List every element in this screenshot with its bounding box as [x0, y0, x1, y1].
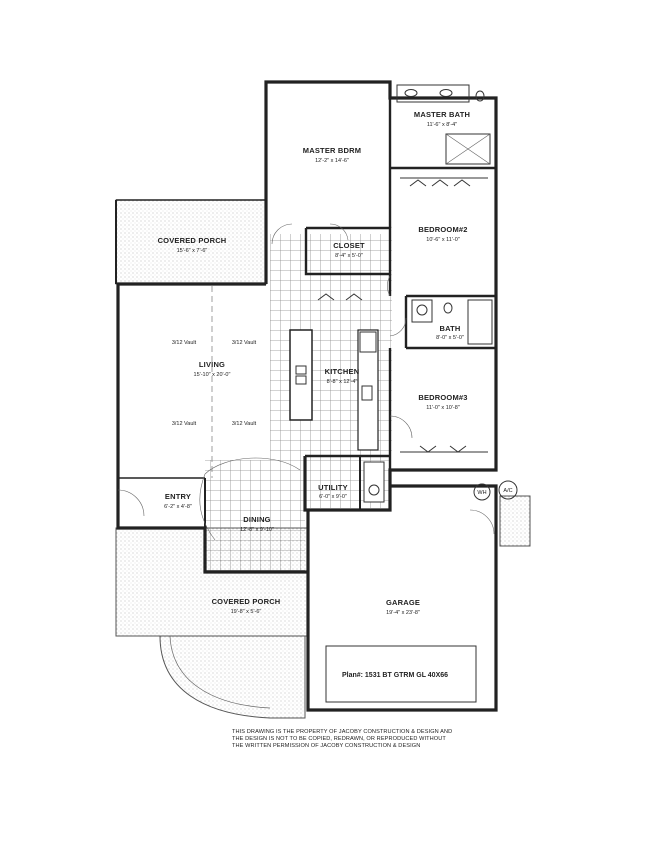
closet-label: CLOSET [333, 241, 365, 250]
exterior-walls [116, 80, 498, 712]
master-bdrm-dims: 12'-2" x 14'-6" [315, 158, 349, 164]
dining-label: DINING [243, 515, 270, 524]
vault-note-1: 3/12 Vault [172, 340, 197, 346]
living-label: LIVING [199, 360, 225, 369]
utility-dims: 6'-0" x 9'-0" [319, 494, 347, 500]
water-heater-label: WH [477, 490, 486, 496]
vault-note-4: 3/12 Vault [232, 421, 257, 427]
bedroom2-label: BEDROOM#2 [418, 225, 467, 234]
disclaimer: THIS DRAWING IS THE PROPERTY OF JACOBY C… [232, 729, 472, 751]
master-bath-dims: 11'-6" x 8'-4" [427, 122, 457, 128]
door-swings [117, 223, 495, 541]
master-bath-fixtures [396, 84, 491, 165]
covered-porch-front-label: COVERED PORCH [212, 597, 281, 606]
disclaimer-line-3: THE WRITTEN PERMISSION OF JACOBY CONSTRU… [232, 743, 421, 750]
closet-doors [317, 177, 488, 453]
kitchen-fixtures [289, 329, 385, 503]
closet-dims: 8'-4" x 5'-0" [335, 253, 363, 259]
covered-porch-rear-dims: 15'-6" x 7'-6" [177, 248, 208, 254]
bedroom2-dims: 10'-6" x 11'-0" [426, 237, 459, 243]
entry-dims: 6'-2" x 4'-8" [164, 504, 192, 510]
garage-dims: 19'-4" x 23'-8" [386, 610, 420, 616]
vault-note-2: 3/12 Vault [232, 340, 257, 346]
interior-walls [118, 82, 496, 528]
bath-dims: 8'-0" x 5'-0" [436, 335, 464, 341]
garage-fixtures [325, 480, 518, 703]
master-bath-label: MASTER BATH [414, 110, 470, 119]
bath-fixtures [411, 299, 493, 345]
dining-dims: 12'-8" x 9'-10" [240, 527, 274, 533]
disclaimer-line-2: THE DESIGN IS NOT TO BE COPIED, REDRAWN,… [232, 736, 446, 743]
bedroom3-label: BEDROOM#3 [418, 393, 467, 402]
garage-label: GARAGE [386, 598, 420, 607]
vault-note-3: 3/12 Vault [172, 421, 197, 427]
covered-porch-rear-label: COVERED PORCH [158, 236, 227, 245]
kitchen-dims: 8'-8" x 12'-4" [327, 379, 358, 385]
bedroom3-dims: 11'-0" x 10'-8" [426, 405, 459, 411]
utility-label: UTILITY [318, 483, 348, 492]
bath-label: BATH [439, 324, 460, 333]
ac-pad [499, 495, 531, 547]
plan-number: Plan#: 1531 BT GTRM GL 40X66 [342, 672, 448, 679]
master-bdrm-label: MASTER BDRM [303, 146, 361, 155]
living-dims: 15'-10" x 20'-0" [194, 372, 231, 378]
covered-porch-rear-area [115, 199, 267, 285]
covered-porch-front-dims: 19'-8" x 5'-6" [231, 609, 262, 615]
disclaimer-line-1: THIS DRAWING IS THE PROPERTY OF JACOBY C… [232, 729, 453, 735]
ac-label: A/C [503, 488, 512, 494]
kitchen-label: KITCHEN [325, 367, 360, 376]
entry-label: ENTRY [165, 492, 191, 501]
